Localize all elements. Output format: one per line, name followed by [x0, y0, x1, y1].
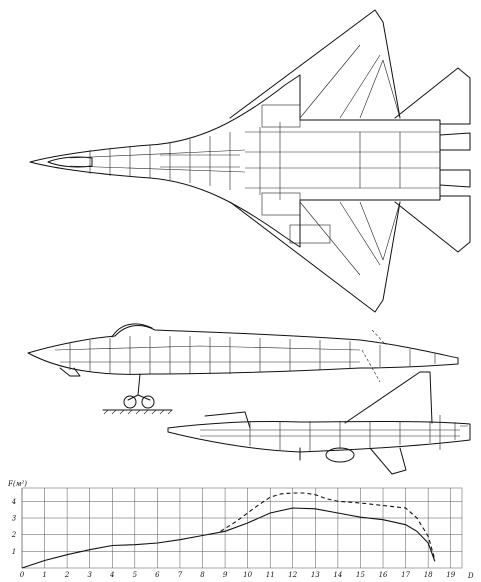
chart-x-tick-label: 5: [133, 571, 138, 579]
chart-y-tick-label: 4: [11, 498, 16, 506]
chart-x-tick-label: 4: [109, 571, 114, 579]
chart-y-tick-label: 2: [11, 531, 17, 539]
chart-x-tick-label: 13: [311, 571, 320, 579]
plan-view-internal-structure: [69, 122, 281, 200]
chart-x-tick-label: 18: [424, 571, 433, 579]
side-view-wheel-2: [141, 395, 155, 409]
plan-view-fuel-tank-1: [261, 104, 301, 128]
chart-x-tick-label: 19: [446, 571, 455, 579]
chart-x-axis-label: D: [467, 572, 474, 580]
chart-series-dashed-line: [220, 492, 436, 560]
chart-x-tick-label: 11: [266, 571, 275, 579]
side-view-sight-line: [361, 329, 387, 383]
plan-view-upper-wing-flap: [299, 44, 401, 119]
plan-view-lower-tailplane: [394, 195, 471, 253]
side-view-fuselage-outline: [27, 324, 459, 375]
plan-view-fuel-tank-2: [261, 192, 301, 216]
chart-x-tick-label: 7: [178, 571, 183, 579]
chart-x-tick-label: 2: [64, 571, 70, 579]
side-view-rear-aircraft: [167, 371, 471, 475]
chart-grid: [21, 487, 463, 569]
chart-x-tick-label: 0: [20, 571, 25, 579]
plan-view-lower-wing: [229, 201, 401, 313]
plan-view-engine-nacelles: [245, 131, 440, 189]
chart-x-tick-label: 14: [333, 571, 342, 579]
chart-x-tick-label: 9: [223, 571, 228, 579]
chart-x-tick-label: 3: [87, 571, 92, 579]
plan-view-aircraft: [29, 9, 471, 313]
chart-x-tick-label: 17: [401, 571, 410, 579]
plan-view-upper-tailplane: [394, 67, 471, 125]
rear-view-intake: [204, 411, 301, 461]
chart-y-axis-label: F(м²): [7, 480, 27, 488]
chart-x-tick-label: 6: [155, 571, 160, 579]
plan-view-fuel-tank-3: [289, 224, 331, 244]
chart-frame: [21, 487, 463, 569]
side-view-canopy: [111, 323, 153, 338]
chart-x-tick-label: 1: [42, 571, 46, 579]
side-view-ventral-fin: [59, 367, 81, 377]
side-view-internal-structure: [54, 336, 436, 374]
plan-view-nozzles: [439, 132, 471, 188]
plan-view-cockpit: [47, 156, 93, 168]
chart-x-tick-label: 10: [243, 571, 252, 579]
chart-x-tick-label: 8: [200, 571, 205, 579]
plan-view-fuselage-outline: [29, 74, 441, 248]
rear-view-vertical-tail: [344, 371, 433, 424]
chart-series-group: [21, 492, 436, 569]
chart-x-tick-label: 15: [356, 571, 365, 579]
rear-view-fuselage: [167, 420, 471, 453]
rear-view-internal-structure: [200, 415, 468, 451]
chart-x-tick-label: 16: [379, 571, 388, 579]
chart-series-solid-line: [21, 507, 436, 569]
rear-view-ventral-fin: [369, 447, 407, 475]
plan-view-lower-wing-flap: [299, 201, 401, 276]
plan-view-upper-wing: [229, 9, 401, 119]
chart-y-tick-label: 3: [12, 515, 17, 523]
chart-x-tick-label: 12: [288, 571, 297, 579]
side-view-ground-hatching: [103, 409, 173, 415]
side-view-aircraft: [27, 323, 459, 415]
side-view-wheel-1: [123, 395, 137, 409]
chart-y-tick-label: 1: [12, 548, 16, 556]
